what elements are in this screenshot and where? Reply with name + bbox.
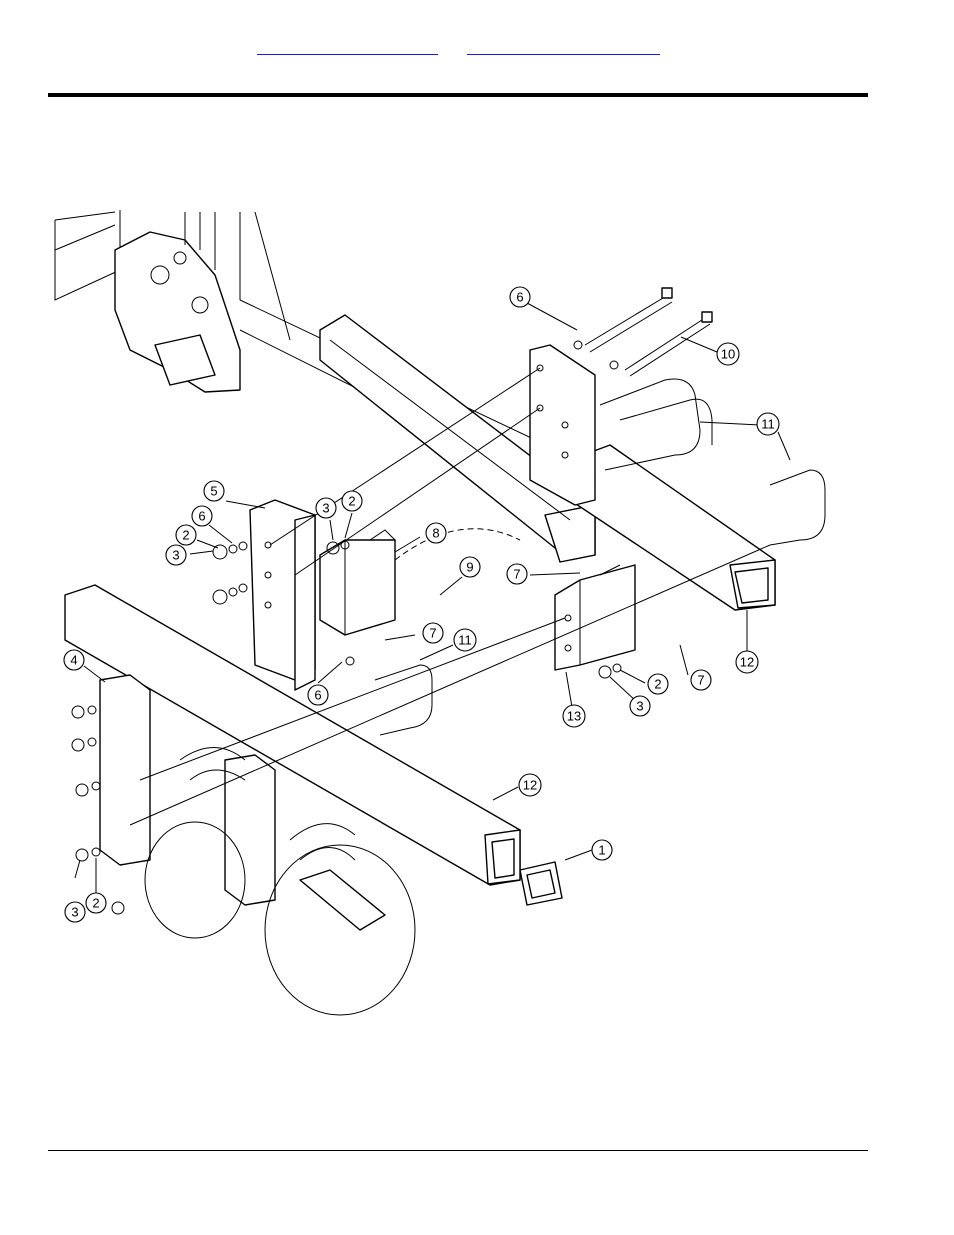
long-bolts	[585, 288, 712, 376]
svg-text:7: 7	[697, 673, 704, 688]
svg-text:2: 2	[654, 677, 661, 692]
callout-13: 13	[563, 705, 585, 727]
bracket-13	[555, 565, 635, 670]
callout-6-c: 6	[308, 685, 328, 705]
svg-text:10: 10	[721, 347, 735, 362]
svg-text:11: 11	[761, 417, 775, 432]
callout-5: 5	[204, 481, 224, 501]
callout-6-b: 6	[192, 506, 212, 526]
svg-text:12: 12	[523, 778, 537, 793]
svg-text:7: 7	[429, 626, 436, 641]
tube-end-cap	[520, 862, 562, 905]
callout-9: 9	[460, 557, 480, 577]
callout-1: 1	[592, 840, 612, 860]
svg-text:6: 6	[198, 509, 205, 524]
svg-text:7: 7	[513, 567, 520, 582]
svg-text:6: 6	[516, 290, 523, 305]
callout-2-c: 2	[648, 674, 668, 694]
svg-text:3: 3	[322, 501, 329, 516]
svg-text:11: 11	[458, 633, 472, 648]
callout-12-a: 12	[736, 651, 758, 673]
svg-text:2: 2	[182, 528, 189, 543]
callout-2-a: 2	[342, 491, 362, 511]
callout-10: 10	[717, 343, 739, 365]
callout-6-a: 6	[510, 287, 530, 307]
svg-text:6: 6	[314, 688, 321, 703]
callout-11-b: 11	[454, 629, 476, 651]
svg-text:2: 2	[92, 896, 99, 911]
svg-text:13: 13	[567, 709, 581, 724]
callout-3-d: 3	[65, 902, 85, 922]
callout-4: 4	[64, 650, 84, 670]
callout-8: 8	[426, 523, 446, 543]
callout-7-a: 7	[507, 564, 527, 584]
svg-text:1: 1	[598, 843, 605, 858]
svg-text:2: 2	[348, 494, 355, 509]
footer-rule	[48, 1150, 868, 1151]
svg-text:3: 3	[71, 905, 78, 920]
callout-11-a: 11	[757, 413, 779, 435]
svg-text:9: 9	[466, 560, 473, 575]
svg-text:12: 12	[740, 655, 754, 670]
callout-2-b: 2	[176, 525, 196, 545]
callout-2-d: 2	[86, 893, 106, 913]
svg-text:3: 3	[172, 548, 179, 563]
callout-3-a: 3	[316, 498, 336, 518]
svg-text:3: 3	[636, 699, 643, 714]
callout-7-c: 7	[691, 670, 711, 690]
svg-text:4: 4	[70, 653, 77, 668]
svg-text:8: 8	[432, 526, 439, 541]
vertical-mount-plate	[530, 345, 595, 505]
svg-text:5: 5	[210, 484, 217, 499]
callout-3-c: 3	[630, 696, 650, 716]
callout-12-b: 12	[519, 774, 541, 796]
callout-7-b: 7	[423, 623, 443, 643]
bracket-5	[250, 500, 315, 690]
callout-3-b: 3	[166, 545, 186, 565]
bracket-8	[320, 530, 395, 635]
